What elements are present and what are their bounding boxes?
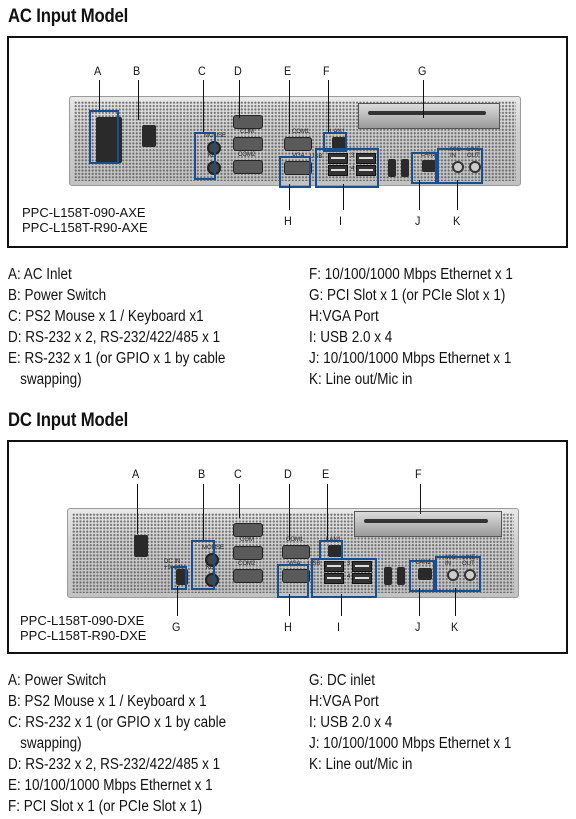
ac-callout-f <box>323 132 347 152</box>
dc-label-c: C <box>234 467 242 481</box>
dc-label-b: B <box>198 467 206 481</box>
ac-label-f: F <box>323 64 330 78</box>
ac-item-i: I: USB 2.0 x 4 <box>309 329 393 346</box>
ac-diagram-box: A B C D E F G MOUSE KB COM COM2 COM1 VGA… <box>7 36 568 248</box>
ac-item-f: F: 10/100/1000 Mbps Ethernet x 1 <box>309 266 513 283</box>
ac-model-2: PPC-L158T-R90-AXE <box>22 220 148 235</box>
dc-label-e: E <box>322 467 330 481</box>
ac-legend-left: A: AC Inlet B: Power Switch C: PS2 Mouse… <box>8 264 225 390</box>
ac-label-i: I <box>339 214 343 228</box>
dc-item-c: C: RS-232 x 1 (or GPIO x 1 by cable <box>8 714 227 731</box>
dc-model-names: PPC-L158T-090-DXE PPC-L158T-R90-DXE <box>20 613 146 643</box>
dc-section-title: DC Input Model <box>8 410 129 431</box>
dc-label-i: I <box>337 620 341 634</box>
ac-callout-k <box>437 148 483 184</box>
ac-label-b: B <box>133 64 141 78</box>
dc-callout-k <box>435 556 481 592</box>
dc-item-b: B: PS2 Mouse x 1 / Keyboard x 1 <box>8 693 207 710</box>
dc-item-e: E: 10/100/1000 Mbps Ethernet x 1 <box>8 777 213 794</box>
ac-item-c: C: PS2 Mouse x 1 / Keyboard x1 <box>8 308 204 325</box>
dc-item-g: G: DC inlet <box>309 672 375 689</box>
ac-item-k: K: Line out/Mic in <box>309 371 413 388</box>
dc-callout-i <box>311 558 377 598</box>
dc-label-h: H <box>284 620 292 634</box>
ac-item-e-cont: swapping) <box>20 371 82 388</box>
dc-item-i: I: USB 2.0 x 4 <box>309 714 393 731</box>
dc-rear-panel: DC IN +9~24V MOUSE KB COM COM2 COM1 VGA … <box>67 508 519 598</box>
dc-model-2: PPC-L158T-R90-DXE <box>20 628 147 643</box>
dc-callout-h <box>277 564 309 598</box>
ac-callout-a <box>89 110 119 164</box>
dc-label-d: D <box>284 467 292 481</box>
dc-label-a: A <box>132 467 140 481</box>
dc-callout-e <box>319 540 343 560</box>
dc-power-switch <box>134 535 148 557</box>
ac-label-c: C <box>198 64 206 78</box>
dc-item-a: A: Power Switch <box>8 672 107 689</box>
dc-item-h: H:VGA Port <box>309 693 379 710</box>
dc-diagram-box: A B C D E F DC IN +9~24V MOUSE KB COM CO… <box>7 440 568 654</box>
ac-item-j: J: 10/100/1000 Mbps Ethernet x 1 <box>309 350 512 367</box>
ac-callout-j <box>411 152 437 184</box>
dc-item-k: K: Line out/Mic in <box>309 756 413 773</box>
ac-model-1: PPC-L158T-090-AXE <box>22 205 146 220</box>
ac-item-e: E: RS-232 x 1 (or GPIO x 1 by cable <box>8 350 226 367</box>
ac-label-k: K <box>453 214 461 228</box>
dc-legend-left: A: Power Switch B: PS2 Mouse x 1 / Keybo… <box>8 670 226 817</box>
dc-legend-right: G: DC inlet H:VGA Port I: USB 2.0 x 4 J:… <box>309 670 511 775</box>
dc-callout-j <box>409 560 435 592</box>
ac-callout-h <box>279 156 311 188</box>
ac-label-d: D <box>234 64 242 78</box>
dc-model-1: PPC-L158T-090-DXE <box>20 613 145 628</box>
dc-callout-b <box>191 540 215 590</box>
ac-item-a: A: AC Inlet <box>8 266 72 283</box>
ac-label-j: J <box>415 214 421 228</box>
dc-item-f: F: PCI Slot x 1 (or PCIe Slot x 1) <box>8 798 203 815</box>
ac-label-g: G <box>418 64 427 78</box>
ac-label-e: E <box>284 64 292 78</box>
ac-power-switch <box>142 125 156 147</box>
dc-label-g: G <box>172 620 181 634</box>
ac-model-names: PPC-L158T-090-AXE PPC-L158T-R90-AXE <box>22 205 148 235</box>
ac-item-g: G: PCI Slot x 1 (or PCIe Slot x 1) <box>309 287 506 304</box>
ac-label-h: H <box>284 214 292 228</box>
ac-item-b: B: Power Switch <box>8 287 107 304</box>
dc-label-f: F <box>415 467 422 481</box>
ac-callout-c <box>194 132 216 180</box>
dc-pci-slot <box>354 511 502 537</box>
ac-pci-slot <box>358 103 500 129</box>
dc-label-k: K <box>451 620 459 634</box>
ac-legend-right: F: 10/100/1000 Mbps Ethernet x 1 G: PCI … <box>309 264 513 390</box>
ac-callout-i <box>315 148 379 188</box>
dc-item-c-cont: swapping) <box>20 735 82 752</box>
ac-section-title: AC Input Model <box>8 6 129 27</box>
ac-item-h: H:VGA Port <box>309 308 379 325</box>
dc-item-j: J: 10/100/1000 Mbps Ethernet x 1 <box>309 735 512 752</box>
ac-item-d: D: RS-232 x 2, RS-232/422/485 x 1 <box>8 329 221 346</box>
ac-label-a: A <box>94 64 102 78</box>
dc-item-d: D: RS-232 x 2, RS-232/422/485 x 1 <box>8 756 221 773</box>
dc-label-j: J <box>415 620 421 634</box>
dc-callout-g <box>171 566 187 590</box>
